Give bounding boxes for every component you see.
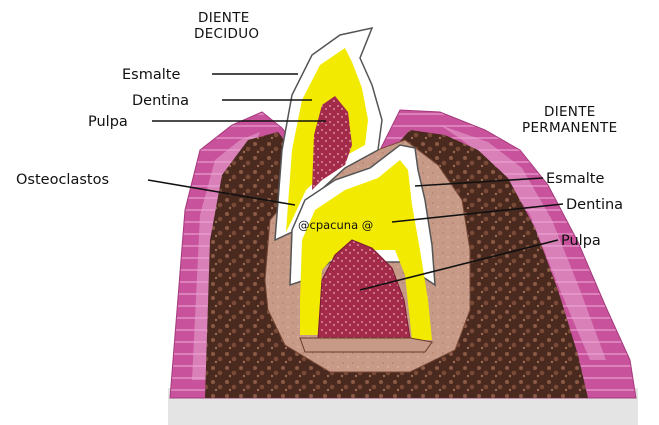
label-dentin-left: Dentina xyxy=(132,93,189,109)
label-enamel-right: Esmalte xyxy=(546,171,604,187)
permanent-title-line2: PERMANENTE xyxy=(522,120,617,136)
label-pulp-left: Pulpa xyxy=(88,114,128,130)
permanent-title-line1: DIENTE xyxy=(544,104,596,120)
label-enamel-left: Esmalte xyxy=(122,67,180,83)
label-osteoclasts: Osteoclastos xyxy=(16,172,109,188)
deciduous-title-line2: DECIDUO xyxy=(194,26,259,42)
deciduous-title-line1: DIENTE xyxy=(198,10,250,26)
watermark: @cpacuna @ xyxy=(298,218,373,232)
root-base xyxy=(300,338,432,352)
label-pulp-right: Pulpa xyxy=(561,233,601,249)
label-dentin-right: Dentina xyxy=(566,197,623,213)
